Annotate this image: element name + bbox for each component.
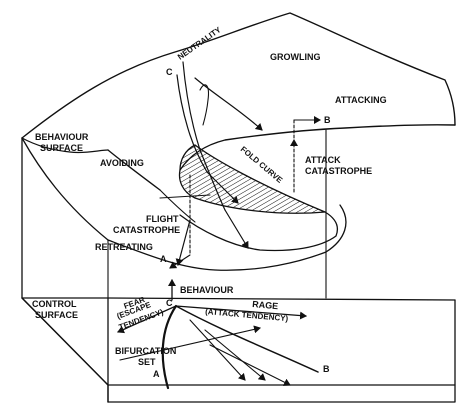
control-surface-label-1: CONTROL (32, 299, 77, 309)
attack-catastrophe-label-1: ATTACK (305, 155, 341, 165)
bifurcation-set-label-2: SET (138, 357, 156, 367)
retreating-label: RETREATING (95, 242, 153, 252)
point-c-top: C (166, 67, 173, 77)
flight-catastrophe-label-2: CATASTROPHE (113, 225, 180, 235)
flight-catastrophe-label-1: FLIGHT (146, 214, 179, 224)
point-b-bottom: B (323, 364, 330, 374)
bifurcation-set-label-1: BIFURCATION (115, 346, 176, 356)
box-outline (22, 130, 455, 402)
control-surface-label-2: SURFACE (35, 310, 78, 320)
point-a-top: A (160, 254, 167, 264)
behaviour-axis-label: BEHAVIOUR (180, 285, 234, 295)
behaviour-surface-label-1: BEHAVIOUR (35, 132, 89, 142)
attack-catastrophe-label-2: CATASTROPHE (305, 166, 372, 176)
neutrality-label: NEUTRALITY (176, 25, 223, 62)
point-a-bottom: A (153, 369, 160, 379)
point-b-top: B (324, 115, 331, 125)
attacking-label: ATTACKING (335, 95, 387, 105)
growling-label: GROWLING (270, 52, 321, 62)
point-c-bottom: C (166, 298, 173, 308)
behaviour-surface-label-2: SURFACE (40, 143, 83, 153)
avoiding-label: AVOIDING (100, 158, 144, 168)
rage-label-1: RAGE (252, 299, 279, 311)
